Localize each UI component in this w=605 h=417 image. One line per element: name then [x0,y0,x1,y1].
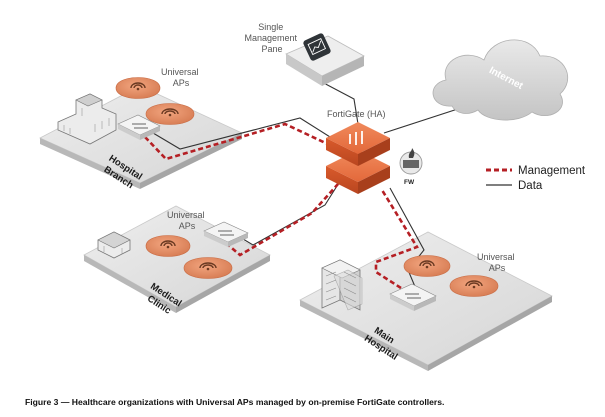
main-hospital-aps-label: Universal APs [477,252,517,273]
main-hospital-switch [389,283,437,311]
data-line-management [317,79,359,125]
medical-clinic-switch [203,221,249,247]
legend: Management Data [486,165,586,192]
medical-clinic-building [97,231,131,259]
medical-clinic-access-point-2 [183,257,233,279]
management-line-clinic [219,183,339,257]
management-pane-label: Single Management Pane [244,22,299,54]
management-lines [144,122,419,290]
main-hospital-access-point-2 [449,275,499,297]
hospital-branch-building [57,93,117,145]
legend-data-label: Data [518,180,543,192]
chart-screen-icon [307,38,327,56]
main-hospital-access-point-1 [403,255,451,277]
data-line-clinic [232,177,343,246]
firewall-label: FW [404,179,415,186]
internet-cloud [432,39,569,121]
figure-caption: Figure 3 — Healthcare organizations with… [25,397,444,407]
management-line-branch [144,122,333,161]
fortigate-logo-icon [349,131,363,145]
hospital-branch-access-point-1 [115,77,161,99]
main-hospital-building [321,259,363,311]
fortigate-label: FortiGate (HA) [327,109,386,119]
hospital-branch-aps-label: Universal APs [161,67,201,88]
legend-management-label: Management [518,165,586,177]
management-line-main [374,189,419,290]
firewall-icon [399,148,423,175]
medical-clinic-access-point-1 [145,235,191,257]
data-line-branch [147,117,339,150]
hospital-branch-switch [117,114,161,140]
medical-clinic-aps-label: Universal APs [167,210,207,231]
fortigate-upper-unit [326,122,390,166]
hospital-branch-access-point-2 [145,103,195,125]
